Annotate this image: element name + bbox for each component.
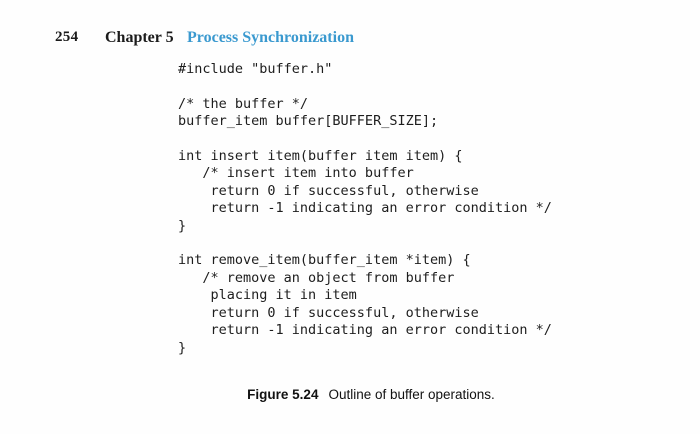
chapter-title: Process Synchronization [187,29,354,46]
page-header: 254 Chapter 5 Process Synchronization [0,29,700,49]
figure-caption-text: Outline of buffer operations. [328,387,495,402]
chapter-label: Chapter 5 [105,29,174,46]
figure-caption-label: Figure 5.24 [247,387,319,402]
figure-caption: Figure 5.24 Outline of buffer operations. [0,387,700,402]
code-listing: #include "buffer.h" /* the buffer */ buf… [178,61,552,356]
page-number: 254 [55,29,79,45]
